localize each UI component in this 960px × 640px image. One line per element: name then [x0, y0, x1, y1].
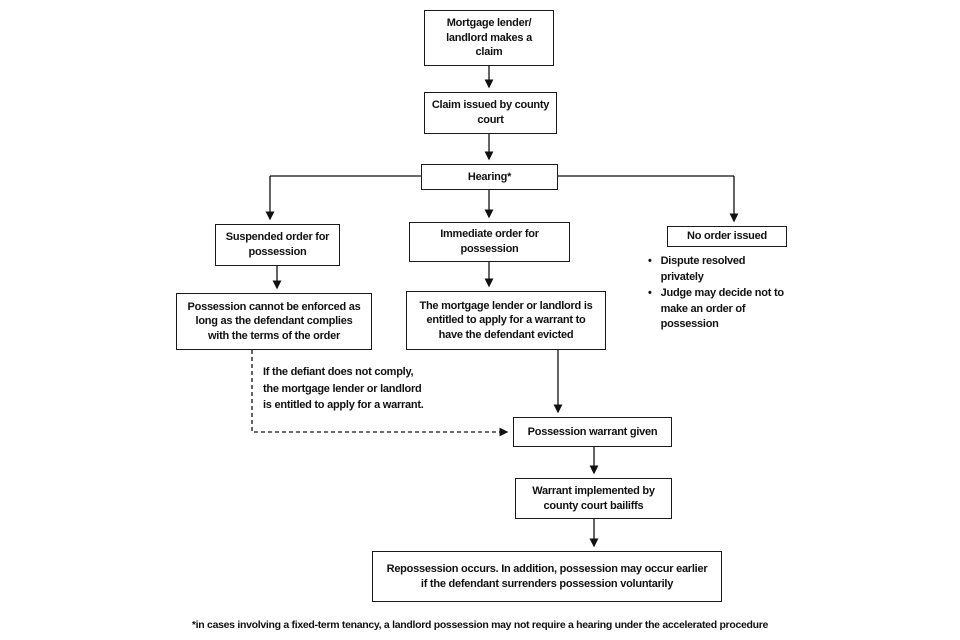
node-mortgage-claim: Mortgage lender/ landlord makes a claim: [424, 10, 554, 66]
node-no-order-issued: No order issued: [667, 226, 787, 247]
node-warrant-implemented: Warrant implemented by county court bail…: [515, 478, 672, 519]
node-claim-issued: Claim issued by county court: [424, 92, 557, 134]
list-item: • Dispute resolved privately: [648, 254, 818, 285]
node-warrant-given: Possession warrant given: [513, 417, 672, 447]
node-possession-not-enforced: Possession cannot be enforced as long as…: [176, 293, 372, 350]
bullet-text: Dispute resolved privately: [660, 255, 746, 283]
bullet-icon: •: [648, 287, 652, 299]
node-apply-for-warrant: The mortgage lender or landlord is entit…: [406, 291, 606, 350]
node-hearing: Hearing*: [421, 164, 558, 190]
note-noncompliance: If the defiant does not comply, the mort…: [263, 366, 424, 411]
node-suspended-order: Suspended order for possession: [215, 224, 340, 266]
no-order-bullet-list: • Dispute resolved privately • Judge may…: [648, 254, 818, 334]
node-immediate-order: Immediate order for possession: [409, 222, 570, 262]
bullet-text: Judge may decide not to make an order of…: [660, 287, 784, 330]
bullet-icon: •: [648, 255, 652, 267]
list-item: • Judge may decide not to make an order …: [648, 286, 818, 333]
footnote: *in cases involving a fixed-term tenancy…: [191, 619, 769, 631]
node-repossession: Repossession occurs. In addition, posses…: [372, 551, 722, 602]
